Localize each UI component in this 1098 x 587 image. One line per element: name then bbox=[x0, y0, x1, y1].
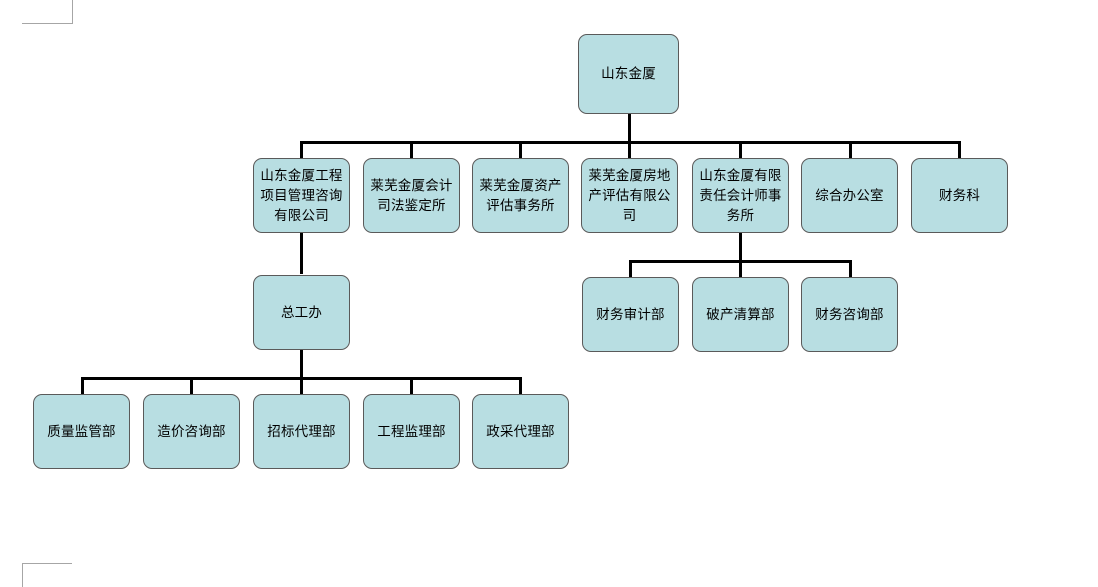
page-margin-marker-top-left-vertical bbox=[72, 0, 73, 24]
page-margin-marker-bottom-left-vertical bbox=[22, 563, 23, 587]
connector-drop-n10 bbox=[739, 260, 742, 278]
connector-drop-n5 bbox=[739, 141, 742, 159]
node-label: 造价咨询部 bbox=[157, 423, 226, 440]
node-label: 政采代理部 bbox=[486, 423, 555, 440]
connector-drop-n15 bbox=[410, 377, 413, 395]
node-label: 财务审计部 bbox=[596, 306, 665, 323]
node-root[interactable]: 山东金厦 bbox=[578, 34, 679, 114]
connector-n5-stem bbox=[739, 232, 742, 261]
connector-drop-n9 bbox=[629, 260, 632, 278]
node-label: 山东金厦工程 项目管理咨询 有限公司 bbox=[260, 167, 343, 224]
node-label: 破产清算部 bbox=[706, 306, 775, 323]
node-laiwu-jinxia-real-estate-appraisal[interactable]: 莱芜金厦房地 产评估有限公 司 bbox=[581, 158, 678, 233]
node-cost-consulting-dept[interactable]: 造价咨询部 bbox=[143, 394, 240, 469]
connector-drop-n16 bbox=[519, 377, 522, 395]
connector-drop-n3 bbox=[519, 141, 522, 159]
node-label: 综合办公室 bbox=[815, 187, 884, 204]
connector-drop-n14 bbox=[300, 377, 303, 395]
node-laiwu-jinxia-asset-appraisal[interactable]: 莱芜金厦资产 评估事务所 bbox=[472, 158, 569, 233]
node-general-office[interactable]: 综合办公室 bbox=[801, 158, 898, 233]
connector-zonggongban-stem bbox=[300, 350, 303, 378]
connector-drop-n1 bbox=[300, 141, 303, 159]
connector-drop-n4 bbox=[628, 141, 631, 159]
node-label: 莱芜金厦会计 司法鉴定所 bbox=[370, 177, 453, 214]
node-label: 质量监管部 bbox=[47, 423, 116, 440]
node-quality-supervision-dept[interactable]: 质量监管部 bbox=[33, 394, 130, 469]
node-label: 莱芜金厦房地 产评估有限公 司 bbox=[588, 167, 671, 224]
connector-drop-n7 bbox=[958, 141, 961, 159]
node-label: 莱芜金厦资产 评估事务所 bbox=[479, 177, 562, 214]
node-root-label: 山东金厦 bbox=[601, 66, 656, 82]
node-bankruptcy-liquidation-dept[interactable]: 破产清算部 bbox=[692, 277, 789, 352]
connector-drop-n6 bbox=[849, 141, 852, 159]
node-label: 财务科 bbox=[938, 187, 981, 204]
connector-drop-n11 bbox=[849, 260, 852, 278]
node-financial-audit-dept[interactable]: 财务审计部 bbox=[582, 277, 679, 352]
node-label: 工程监理部 bbox=[377, 423, 446, 440]
node-government-procurement-agency-dept[interactable]: 政采代理部 bbox=[472, 394, 569, 469]
node-chief-engineer-office[interactable]: 总工办 bbox=[253, 275, 350, 350]
node-label: 财务咨询部 bbox=[815, 306, 884, 323]
connector-drop-n2 bbox=[410, 141, 413, 159]
node-financial-consulting-dept[interactable]: 财务咨询部 bbox=[801, 277, 898, 352]
connector-drop-n12 bbox=[81, 377, 84, 395]
node-laiwu-jinxia-accounting-forensics[interactable]: 莱芜金厦会计 司法鉴定所 bbox=[363, 158, 460, 233]
connector-n1-to-zonggongban bbox=[300, 232, 303, 274]
page-margin-marker-top-left bbox=[22, 0, 72, 24]
node-shandong-jinxia-cpa-firm[interactable]: 山东金厦有限 责任会计师事 务所 bbox=[692, 158, 789, 233]
connector-drop-n13 bbox=[190, 377, 193, 395]
node-label: 山东金厦有限 责任会计师事 务所 bbox=[699, 167, 782, 224]
node-engineering-supervision-dept[interactable]: 工程监理部 bbox=[363, 394, 460, 469]
node-finance-department[interactable]: 财务科 bbox=[911, 158, 1008, 233]
node-shandong-jinxia-engineering[interactable]: 山东金厦工程 项目管理咨询 有限公司 bbox=[253, 158, 350, 233]
connector-root-stem bbox=[628, 113, 631, 143]
node-label: 招标代理部 bbox=[267, 423, 336, 440]
node-label: 总工办 bbox=[280, 304, 323, 321]
node-bidding-agency-dept[interactable]: 招标代理部 bbox=[253, 394, 350, 469]
page-margin-marker-bottom-left bbox=[22, 563, 72, 564]
